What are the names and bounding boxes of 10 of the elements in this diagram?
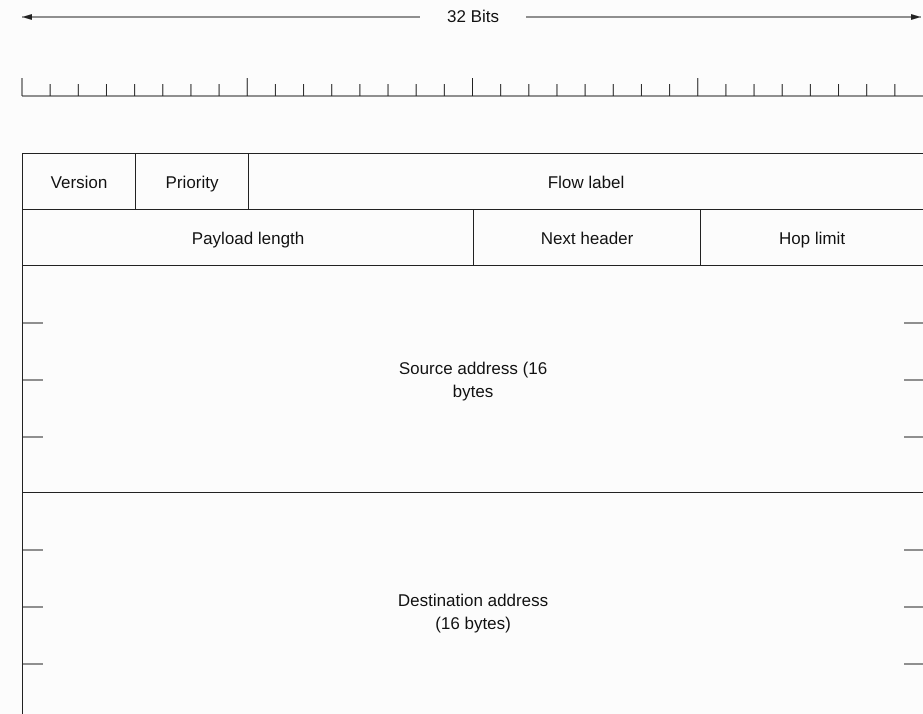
version-field bbox=[22, 153, 136, 211]
field-name: Payload length bbox=[192, 228, 304, 250]
field-name: Source address (16 bytes bbox=[398, 358, 548, 402]
field-name: Flow label bbox=[548, 172, 624, 194]
payload-length-field bbox=[22, 209, 474, 267]
field-name: Destination address (16 bytes) bbox=[396, 590, 550, 635]
field-name: Priority bbox=[166, 172, 218, 194]
field-name: Next header bbox=[540, 228, 634, 250]
field-name: Hop limit bbox=[778, 228, 846, 250]
field-name: Version bbox=[50, 172, 108, 194]
